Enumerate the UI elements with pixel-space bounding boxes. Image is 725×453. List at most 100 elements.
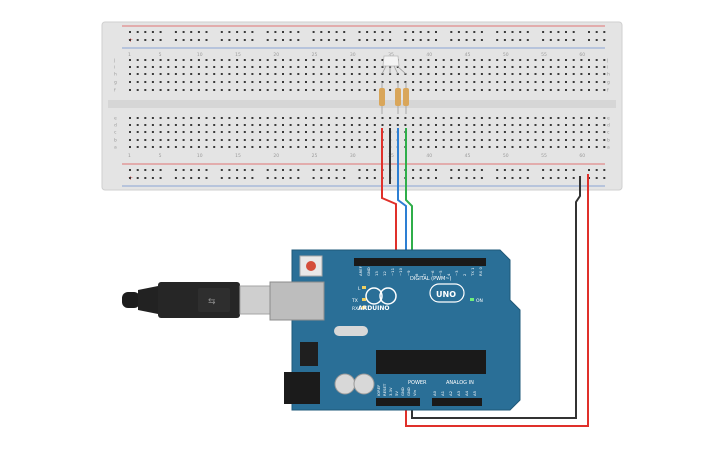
breadboard-hole[interactable] [511, 81, 514, 83]
breadboard-hole[interactable] [442, 117, 445, 119]
breadboard-hole[interactable] [419, 169, 422, 171]
breadboard-hole[interactable] [496, 124, 499, 126]
breadboard-hole[interactable] [305, 89, 307, 91]
breadboard-hole[interactable] [603, 124, 606, 126]
breadboard-hole[interactable] [565, 39, 567, 41]
breadboard-hole[interactable] [136, 59, 139, 61]
breadboard-hole[interactable] [228, 73, 231, 75]
breadboard-hole[interactable] [274, 169, 277, 171]
breadboard-hole[interactable] [205, 124, 208, 126]
breadboard-hole[interactable] [228, 66, 231, 68]
breadboard-hole[interactable] [182, 81, 185, 83]
breadboard-hole[interactable] [496, 39, 499, 41]
breadboard-hole[interactable] [190, 169, 193, 171]
breadboard-hole[interactable] [236, 169, 239, 171]
breadboard-hole[interactable] [159, 31, 162, 33]
breadboard-hole[interactable] [251, 66, 254, 68]
breadboard-hole[interactable] [412, 39, 415, 41]
breadboard-hole[interactable] [465, 117, 468, 119]
breadboard-hole[interactable] [335, 39, 338, 41]
breadboard-hole[interactable] [182, 66, 185, 68]
breadboard-hole[interactable] [580, 59, 583, 61]
breadboard-hole[interactable] [320, 31, 323, 33]
breadboard-hole[interactable] [580, 117, 583, 119]
breadboard-hole[interactable] [549, 169, 552, 171]
breadboard-hole[interactable] [274, 73, 277, 75]
breadboard-hole[interactable] [327, 59, 330, 61]
breadboard-hole[interactable] [465, 131, 468, 133]
breadboard-hole[interactable] [220, 146, 223, 148]
wires[interactable] [381, 128, 589, 427]
breadboard-hole[interactable] [465, 59, 468, 61]
breadboard-hole[interactable] [320, 81, 323, 83]
breadboard-hole[interactable] [243, 39, 246, 41]
breadboard-hole[interactable] [197, 139, 200, 141]
breadboard-hole[interactable] [404, 39, 407, 41]
breadboard-hole[interactable] [442, 59, 445, 61]
breadboard-hole[interactable] [572, 81, 575, 83]
breadboard-hole[interactable] [595, 59, 598, 61]
breadboard-hole[interactable] [190, 31, 193, 33]
breadboard-hole[interactable] [297, 73, 300, 75]
breadboard-hole[interactable] [603, 117, 606, 119]
breadboard-hole[interactable] [343, 31, 346, 33]
breadboard-hole[interactable] [419, 39, 422, 41]
breadboard-hole[interactable] [343, 169, 346, 171]
breadboard-hole[interactable] [266, 139, 269, 141]
breadboard-hole[interactable] [511, 59, 514, 61]
breadboard-hole[interactable] [182, 39, 185, 41]
breadboard-hole[interactable] [151, 146, 154, 148]
breadboard-hole[interactable] [457, 169, 460, 171]
breadboard-hole[interactable] [297, 117, 300, 119]
breadboard-hole[interactable] [282, 39, 284, 41]
breadboard-hole[interactable] [320, 39, 323, 41]
breadboard-hole[interactable] [435, 81, 437, 83]
breadboard-hole[interactable] [350, 131, 353, 133]
breadboard-hole[interactable] [259, 124, 262, 126]
breadboard-hole[interactable] [197, 66, 200, 68]
breadboard-hole[interactable] [266, 124, 269, 126]
breadboard-hole[interactable] [442, 66, 445, 68]
breadboard-hole[interactable] [350, 89, 353, 91]
breadboard-hole[interactable] [565, 81, 567, 83]
breadboard-hole[interactable] [511, 31, 514, 33]
breadboard-hole[interactable] [366, 73, 369, 75]
breadboard-hole[interactable] [312, 59, 315, 61]
breadboard-hole[interactable] [603, 169, 606, 171]
breadboard-hole[interactable] [274, 81, 277, 83]
breadboard-hole[interactable] [312, 124, 315, 126]
breadboard-hole[interactable] [419, 81, 422, 83]
breadboard-hole[interactable] [167, 66, 170, 68]
wire-red-signal[interactable] [381, 128, 397, 258]
breadboard-hole[interactable] [435, 66, 437, 68]
breadboard-hole[interactable] [457, 59, 460, 61]
breadboard-hole[interactable] [228, 31, 231, 33]
breadboard-hole[interactable] [358, 81, 361, 83]
breadboard-hole[interactable] [526, 81, 529, 83]
breadboard-hole[interactable] [572, 59, 575, 61]
breadboard-hole[interactable] [197, 117, 200, 119]
breadboard-hole[interactable] [228, 39, 231, 41]
breadboard-hole[interactable] [542, 31, 545, 33]
breadboard-hole[interactable] [297, 59, 300, 61]
breadboard-hole[interactable] [412, 177, 415, 179]
breadboard-hole[interactable] [297, 89, 300, 91]
breadboard-hole[interactable] [588, 117, 590, 119]
breadboard-hole[interactable] [136, 81, 139, 83]
breadboard-hole[interactable] [320, 139, 323, 141]
breadboard-hole[interactable] [404, 31, 407, 33]
breadboard-hole[interactable] [595, 139, 598, 141]
breadboard-hole[interactable] [480, 117, 483, 119]
breadboard-hole[interactable] [373, 81, 376, 83]
breadboard-hole[interactable] [174, 31, 177, 33]
breadboard-hole[interactable] [473, 124, 476, 126]
breadboard-hole[interactable] [534, 117, 537, 119]
breadboard-hole[interactable] [243, 66, 246, 68]
breadboard-hole[interactable] [343, 117, 346, 119]
breadboard-hole[interactable] [182, 124, 185, 126]
breadboard-hole[interactable] [572, 169, 575, 171]
breadboard-hole[interactable] [151, 124, 154, 126]
breadboard-hole[interactable] [419, 131, 422, 133]
breadboard-hole[interactable] [289, 59, 292, 61]
breadboard-hole[interactable] [182, 117, 185, 119]
